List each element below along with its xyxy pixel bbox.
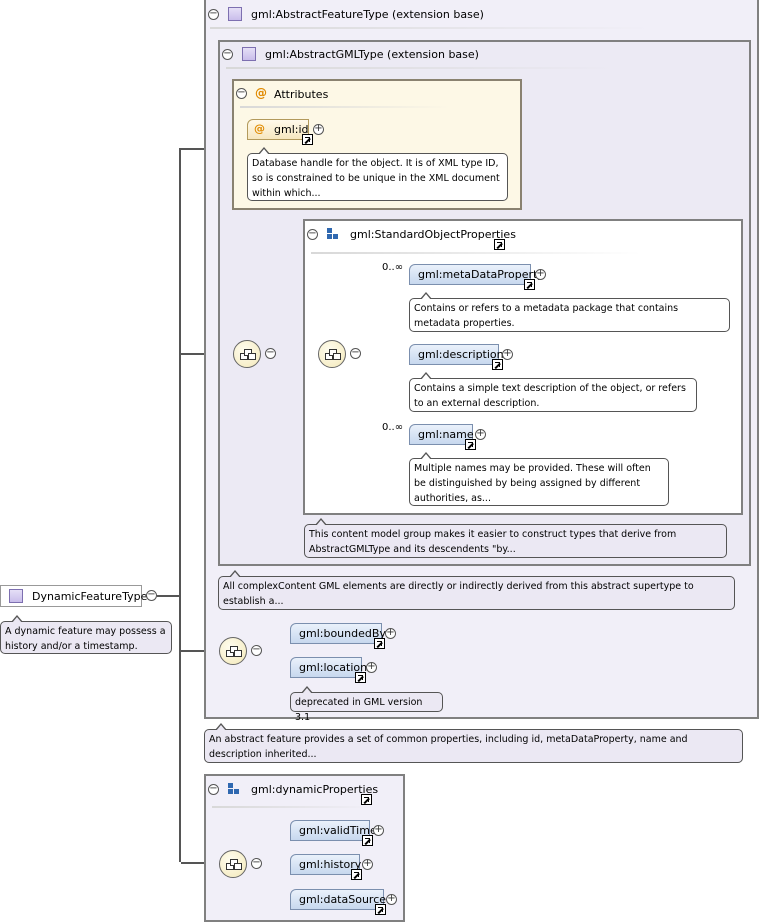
attributes-title: Attributes (274, 88, 329, 101)
attribute-gml-id[interactable]: @ gml:id (247, 119, 309, 140)
element-data-source[interactable]: gml:dataSource (290, 889, 387, 910)
complex-type-icon (228, 7, 242, 21)
expand-icon[interactable]: + (386, 893, 397, 905)
sequence-collapse-icon[interactable]: − (265, 347, 276, 359)
link-icon[interactable] (465, 439, 476, 450)
occurs-label: 0..∞ (382, 422, 404, 433)
expand-icon[interactable]: + (366, 661, 377, 673)
sequence-collapse-icon[interactable]: − (251, 857, 262, 869)
group-icon (327, 228, 341, 242)
element-bounded-by[interactable]: gml:boundedBy (290, 623, 386, 644)
root-label: DynamicFeatureType (32, 590, 148, 603)
expand-icon[interactable]: + (362, 858, 373, 870)
group-icon (228, 783, 242, 797)
dynamic-props-collapse-icon[interactable]: − (208, 783, 219, 795)
attribute-icon: @ (254, 122, 265, 135)
sequence-icon[interactable] (233, 340, 261, 368)
root-connector (157, 595, 181, 597)
link-icon[interactable] (375, 904, 386, 915)
link-icon[interactable] (351, 869, 362, 880)
attributes-collapse-icon[interactable]: − (236, 87, 247, 99)
element-label: gml:name (418, 428, 474, 441)
abstract-feature-doc: An abstract feature provides a set of co… (204, 723, 743, 763)
element-label: gml:dataSource (299, 893, 387, 906)
expand-icon[interactable]: + (373, 824, 384, 836)
element-label: gml:validTime (299, 824, 377, 837)
element-label: gml:metaDataProperty (418, 268, 544, 281)
expand-icon[interactable]: + (502, 348, 513, 360)
complex-type-icon (242, 47, 256, 61)
expand-icon[interactable]: + (313, 123, 324, 135)
sequence-collapse-icon[interactable]: − (350, 347, 361, 359)
expand-icon[interactable]: + (535, 268, 546, 280)
link-icon[interactable] (492, 359, 503, 370)
root-doc: A dynamic feature may possess a history … (0, 615, 172, 654)
standard-props-collapse-icon[interactable]: − (307, 228, 318, 240)
standard-props-title: gml:StandardObjectProperties (350, 228, 516, 241)
element-name[interactable]: gml:name (409, 424, 474, 445)
attribute-gml-id-label: gml:id (274, 123, 309, 136)
element-location[interactable]: gml:location (290, 657, 367, 678)
element-label: gml:boundedBy (299, 627, 386, 640)
meta-data-property-doc: Contains or refers to a metadata package… (409, 292, 730, 332)
expand-icon[interactable]: + (385, 627, 396, 639)
gml-id-doc: Database handle for the object. It is of… (247, 147, 508, 201)
link-icon[interactable] (302, 134, 313, 145)
sequence-icon[interactable] (219, 637, 247, 665)
abstract-gml-collapse-icon[interactable]: − (222, 48, 233, 60)
name-doc: Multiple names may be provided. These wi… (409, 452, 669, 506)
element-meta-data-property[interactable]: gml:metaDataProperty (409, 264, 544, 285)
element-description[interactable]: gml:description (409, 344, 504, 365)
root-trunk-line (179, 148, 181, 862)
link-icon[interactable] (362, 835, 373, 846)
link-icon[interactable] (524, 279, 535, 290)
element-history[interactable]: gml:history (290, 854, 362, 875)
element-label: gml:location (299, 661, 368, 674)
root-collapse-icon[interactable]: − (146, 589, 157, 601)
link-icon[interactable] (355, 672, 366, 683)
abstract-gml-title: gml:AbstractGMLType (extension base) (265, 48, 479, 61)
root-complex-type[interactable]: DynamicFeatureType (0, 585, 147, 607)
seq4-connector (181, 862, 221, 864)
expand-icon[interactable]: + (475, 428, 486, 440)
abstract-feature-title: gml:AbstractFeatureType (extension base) (251, 8, 484, 21)
dynamic-props-title: gml:dynamicProperties (251, 783, 379, 796)
element-valid-time[interactable]: gml:validTime (290, 820, 377, 841)
element-label: gml:description (418, 348, 504, 361)
abstract-gml-doc: All complexContent GML elements are dire… (218, 570, 735, 610)
description-doc: Contains a simple text description of th… (409, 372, 697, 412)
link-icon[interactable] (494, 239, 505, 250)
link-icon[interactable] (374, 638, 385, 649)
seq3-connector (181, 650, 221, 652)
standard-props-doc: This content model group makes it easier… (304, 518, 727, 558)
complex-type-icon (9, 589, 23, 603)
location-doc: deprecated in GML version 3.1 (290, 686, 443, 723)
link-icon[interactable] (361, 794, 372, 805)
element-label: gml:history (299, 858, 362, 871)
attribute-icon: @ (255, 86, 267, 100)
sequence-icon[interactable] (219, 850, 247, 878)
abstract-feature-collapse-icon[interactable]: − (208, 8, 219, 20)
sequence-icon[interactable] (318, 340, 346, 368)
sequence-collapse-icon[interactable]: − (251, 644, 262, 656)
occurs-label: 0..∞ (382, 262, 404, 273)
